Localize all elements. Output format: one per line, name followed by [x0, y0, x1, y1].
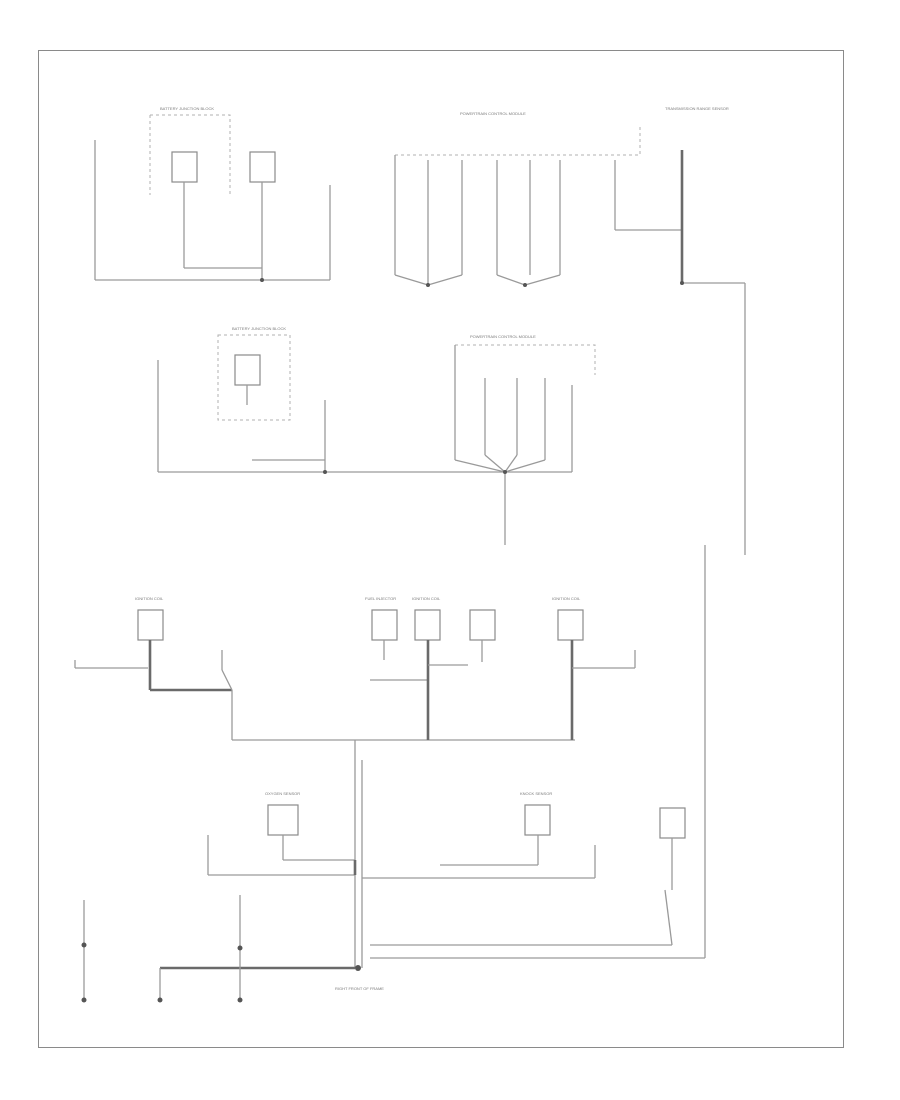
- splice-second-left: [323, 470, 327, 474]
- splice-pcm-2: [523, 283, 527, 287]
- main-ground-point: [355, 965, 361, 971]
- pcm-label-1: POWERTRAIN CONTROL MODULE: [460, 111, 526, 116]
- splice-top-right: [680, 281, 684, 285]
- ground-g105-point: [81, 997, 87, 1003]
- knock-sensor-label: KNOCK SENSOR: [520, 791, 552, 796]
- oxygen-sensor-label: OXYGEN SENSOR: [265, 791, 300, 796]
- splice-bottom-left: [81, 942, 87, 948]
- top-right-circuit: TRANSMISSION RANGE SENSOR: [614, 106, 746, 555]
- oxygen-sensor-box: [267, 804, 299, 836]
- splice-pcm-second: [503, 470, 507, 474]
- fuel-injector-box: [371, 609, 398, 641]
- ignition-coil-2-label: IGNITION COIL: [412, 596, 441, 601]
- knock-sensor-box: [524, 804, 551, 836]
- third-left-circuit: IGNITION COIL: [74, 596, 575, 741]
- splice-bottom-mid: [237, 945, 243, 951]
- bottom-grounds: RIGHT FRONT OF FRAME: [81, 895, 384, 1003]
- splice-pcm-1: [426, 283, 430, 287]
- fourth-circuit: OXYGEN SENSOR KNOCK SENSOR: [207, 545, 706, 959]
- second-pcm-circuit: POWERTRAIN CONTROL MODULE: [454, 334, 596, 545]
- top-pcm-circuit: POWERTRAIN CONTROL MODULE: [394, 111, 641, 287]
- battery-junction-block-2: [234, 354, 261, 386]
- ignition-coil-3-box: [557, 609, 584, 641]
- battery-junction-label-1: BATTERY JUNCTION BLOCK: [160, 106, 214, 111]
- ignition-coil-3-label: IGNITION COIL: [552, 596, 581, 601]
- right-front-frame-label: RIGHT FRONT OF FRAME: [335, 986, 384, 991]
- third-right-circuit: IGNITION COIL: [552, 596, 636, 740]
- ignition-coil-1-label: IGNITION COIL: [135, 596, 164, 601]
- transmission-range-label: TRANSMISSION RANGE SENSOR: [665, 106, 729, 111]
- component-fourth-right: [659, 807, 686, 839]
- splice-top-left: [260, 278, 264, 282]
- third-middle-circuit: FUEL INJECTOR IGNITION COIL: [365, 596, 496, 740]
- ground-g107-point: [237, 997, 243, 1003]
- ignition-coil-2-box: [414, 609, 441, 641]
- ignition-coil-1-box: [137, 609, 164, 641]
- diagram-frame: [38, 50, 844, 1048]
- top-left-ground-circuit: BATTERY JUNCTION BLOCK: [94, 106, 331, 282]
- battery-junction-label-2: BATTERY JUNCTION BLOCK: [232, 326, 286, 331]
- pcm-label-2: POWERTRAIN CONTROL MODULE: [470, 334, 536, 339]
- ground-g106-point: [157, 997, 163, 1003]
- fuel-injector-label: FUEL INJECTOR: [365, 596, 396, 601]
- second-left-circuit: BATTERY JUNCTION BLOCK: [157, 326, 505, 474]
- component-third-mid: [469, 609, 496, 641]
- battery-junction-block-1: [171, 151, 198, 183]
- component-box-top-2: [249, 151, 276, 183]
